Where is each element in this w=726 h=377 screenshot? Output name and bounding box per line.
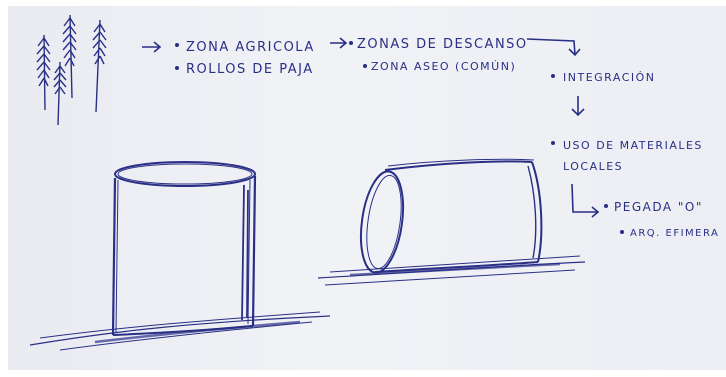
note-rollos-de-paja: ROLLOS DE PAJA xyxy=(186,62,314,77)
arrow-bend-right-icon xyxy=(571,183,600,218)
note-arq-efimera: ARQ. EFIMERA xyxy=(630,228,719,239)
note-zonas-de-descanso: ZONAS DE DESCANSO xyxy=(357,37,528,52)
arrow-down-icon xyxy=(571,96,585,117)
arrow-right-icon xyxy=(142,41,162,53)
note-uso-de-materiales: USO DE MATERIALES xyxy=(563,139,703,152)
note-locales: LOCALES xyxy=(563,160,623,173)
note-zona-aseo: ZONA ASEO (COMÚN) xyxy=(371,60,516,73)
arrow-right-icon xyxy=(330,37,348,49)
note-integracion: INTEGRACIÓN xyxy=(563,71,656,84)
flow-arrows xyxy=(142,37,600,218)
bullets xyxy=(175,41,624,234)
note-pegada-o: PEGADA "O" xyxy=(614,200,703,214)
note-zona-agricola: ZONA AGRICOLA xyxy=(186,40,315,55)
arrow-bend-down-icon xyxy=(526,38,581,57)
standing-bale-drawing xyxy=(29,161,331,351)
lying-bale-drawing xyxy=(317,158,586,286)
wheat-stalks-drawing xyxy=(36,14,107,126)
